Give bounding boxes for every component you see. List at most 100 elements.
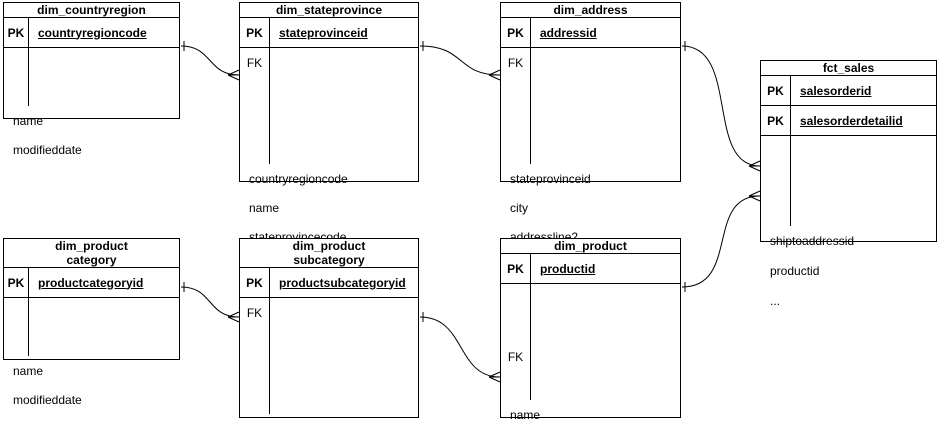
relationship-rel-address-sales	[681, 41, 761, 172]
key-row-countryregioncode[interactable]: PK countryregioncode	[4, 18, 179, 48]
attribute-row[interactable]: name	[13, 113, 44, 128]
key-row-addressid[interactable]: PK addressid	[501, 18, 680, 48]
attribute-marker	[4, 77, 28, 106]
key-row-productcategoryid[interactable]: PK productcategoryid	[4, 268, 179, 298]
attribute-marker	[501, 313, 530, 342]
attribute-row[interactable]: modifieddate	[13, 142, 82, 157]
entity-title-line: fct_sales	[822, 61, 875, 75]
key-marker: PK	[761, 106, 791, 135]
attribute-row[interactable]: city	[510, 200, 528, 215]
key-field-name: addressid	[531, 26, 680, 40]
attribute-marker: FK	[507, 55, 524, 70]
attribute-marker	[501, 135, 530, 164]
attribute-row[interactable]: productcategoryid	[240, 414, 418, 421]
attribute-marker	[4, 48, 28, 77]
attribute-marker	[240, 135, 269, 164]
relationship-rel-product-sales	[681, 190, 761, 292]
key-field-name: salesorderid	[791, 84, 936, 98]
key-marker: PK	[4, 268, 29, 297]
cardinality-many-marker	[488, 371, 501, 383]
attribute-marker-column: FK	[501, 284, 531, 400]
attribute-row[interactable]: countryregioncode	[249, 171, 348, 186]
attribute-row[interactable]: modifieddate	[13, 392, 82, 407]
key-field-name: productid	[531, 262, 680, 276]
cardinality-many-marker	[227, 69, 240, 81]
attribute-marker	[4, 298, 28, 327]
attribute-marker: FK	[246, 55, 263, 70]
attribute-row[interactable]: name	[510, 407, 541, 421]
attribute-marker	[501, 371, 530, 400]
attribute-marker	[240, 77, 269, 106]
entity-title-dim_stateprovince: dim_stateprovince	[240, 3, 418, 18]
entity-title-line: dim_stateprovince	[275, 3, 383, 17]
entity-dim_product[interactable]: dim_productPKproductidFKnameproductmodel…	[500, 238, 681, 421]
attribute-marker	[761, 196, 790, 226]
key-marker: PK	[501, 254, 531, 283]
cardinality-many-marker	[748, 160, 761, 172]
attribute-name-column: productcategoryidnamemodifieddate...	[240, 414, 418, 421]
key-field-text: productcategoryid	[38, 275, 144, 290]
relationship-rel-stateprovince-address	[419, 41, 501, 81]
key-field-text: addressid	[540, 25, 597, 40]
attribute-marker	[761, 166, 790, 196]
attribute-name-column: name modifieddate	[4, 106, 179, 164]
attribute-row[interactable]: stateprovinceid	[510, 171, 591, 186]
attribute-marker-column: FK	[240, 48, 270, 164]
key-field-text: stateprovinceid	[279, 25, 368, 40]
key-field-text: countryregioncode	[38, 25, 147, 40]
attribute-section-dim_productsubcategory: FKproductcategoryidnamemodifieddate...	[240, 298, 418, 421]
relationship-rel-countryregion-stateprovince	[180, 41, 240, 81]
attribute-name-column: shiptoaddressid productid...	[761, 226, 936, 316]
attribute-row[interactable]: name	[249, 200, 280, 215]
cardinality-many-marker	[488, 69, 501, 81]
key-field-text: productsubcategoryid	[279, 275, 406, 290]
key-field-name: stateprovinceid	[270, 26, 418, 40]
key-marker: PK	[240, 268, 270, 297]
key-field-text: salesorderid	[800, 83, 872, 98]
entity-title-dim_address: dim_address	[501, 3, 680, 18]
attribute-marker	[4, 327, 28, 356]
cardinality-many-marker	[227, 311, 240, 323]
entity-title-line: subcategory	[293, 253, 365, 267]
attribute-marker	[240, 356, 269, 385]
attribute-marker	[240, 385, 269, 414]
entity-title-dim_product: dim_product	[501, 239, 680, 254]
attribute-section-dim_countryregion: name modifieddate	[4, 48, 179, 164]
cardinality-many-marker	[748, 190, 761, 202]
attribute-marker	[501, 106, 530, 135]
attribute-marker-column	[4, 48, 29, 106]
attribute-section-fct_sales: shiptoaddressid productid...	[761, 136, 936, 316]
attribute-marker	[761, 136, 790, 166]
attribute-name-column: name modifieddate	[4, 356, 179, 414]
attribute-row[interactable]: shiptoaddressid	[770, 234, 855, 248]
key-field-text: productid	[540, 261, 596, 276]
key-row-productid[interactable]: PK productid	[501, 254, 680, 284]
attribute-row[interactable]: name	[13, 363, 44, 378]
attribute-row[interactable]: ...	[770, 294, 781, 308]
attribute-section-dim_product: FKnameproductmodelidproductsubcategoryid…	[501, 284, 680, 421]
key-marker: PK	[4, 18, 29, 47]
entity-title-fct_sales: fct_sales	[761, 61, 936, 76]
key-row-productsubcategoryid[interactable]: PK productsubcategoryid	[240, 268, 418, 298]
attribute-row[interactable]: productid	[770, 264, 820, 278]
entity-title-line: dim_countryregion	[37, 3, 146, 17]
key-field-name: salesorderdetailid	[791, 114, 936, 128]
attribute-marker-column: FK	[501, 48, 531, 164]
entity-title-dim_countryregion: dim_countryregion	[4, 3, 179, 18]
key-marker: PK	[501, 18, 531, 47]
entity-title-line: dim_address	[553, 3, 628, 17]
entity-title-line: dim_product	[292, 239, 366, 253]
attribute-marker-column	[761, 136, 791, 226]
